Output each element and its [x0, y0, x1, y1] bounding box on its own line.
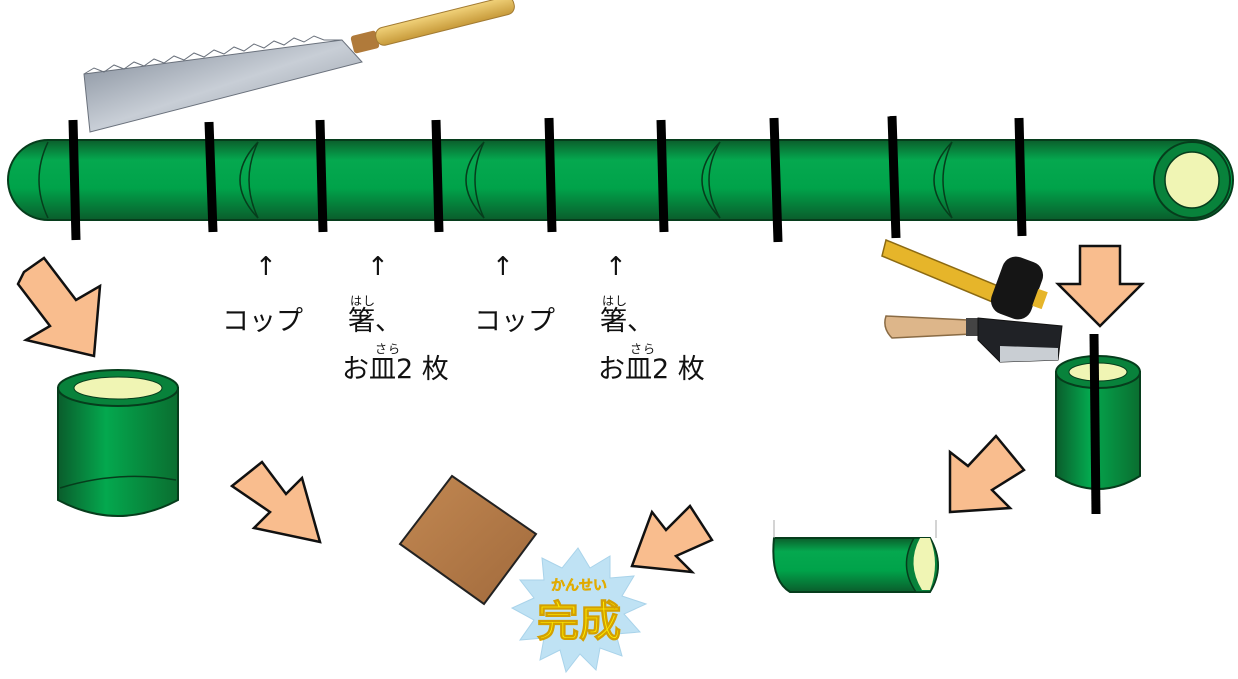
- cut-line: [769, 117, 783, 243]
- bamboo-log-icon: [7, 139, 1234, 221]
- label-chopsticks-2: 箸、: [600, 306, 654, 337]
- cut-line: [431, 119, 444, 233]
- half-bamboo-icon: [772, 520, 939, 593]
- arrow-icon: [16, 244, 1146, 574]
- starburst-icon: [510, 547, 648, 674]
- cut-line: [544, 117, 557, 233]
- label-ruby: さら: [630, 342, 657, 356]
- saw-icon: [83, 0, 515, 133]
- cut-line: [1014, 117, 1027, 237]
- label-plates-1: お皿2 枚: [342, 354, 449, 385]
- split-cup-icon: [1055, 333, 1141, 515]
- label-arrow: ↑: [605, 252, 627, 282]
- label-arrow: ↑: [367, 252, 389, 282]
- cut-line: [656, 119, 669, 233]
- hammer-icon: [881, 238, 1048, 320]
- arrow-left-to-complete: [630, 504, 714, 574]
- label-ruby: はし: [350, 294, 377, 308]
- arrow-down-right-1: [229, 460, 322, 544]
- sandpaper-icon: [398, 474, 538, 606]
- cut-line: [204, 121, 218, 233]
- label-plates-2: お皿2 枚: [598, 354, 705, 385]
- cut-line: [68, 119, 81, 241]
- arrow-down-left-2: [948, 434, 1026, 514]
- label-ruby: さら: [375, 342, 402, 356]
- label-arrow: ↑: [255, 252, 277, 282]
- complete-text: 完成: [537, 597, 621, 646]
- label-cup-1: コップ: [222, 306, 303, 337]
- label-cup-2: コップ: [474, 306, 555, 337]
- label-arrow: ↑: [492, 252, 514, 282]
- arrow-down-left: [16, 256, 102, 358]
- cut-line: [887, 115, 901, 239]
- hatchet-icon: [884, 315, 1063, 363]
- label-chopsticks-1: 箸、: [348, 306, 402, 337]
- cut-lines: [68, 115, 1027, 243]
- cut-line: [315, 119, 328, 233]
- arrow-down-right-2: [1054, 244, 1146, 328]
- complete-ruby: かんせい: [551, 578, 607, 594]
- label-ruby: はし: [602, 294, 629, 308]
- cup-icon: [57, 369, 179, 517]
